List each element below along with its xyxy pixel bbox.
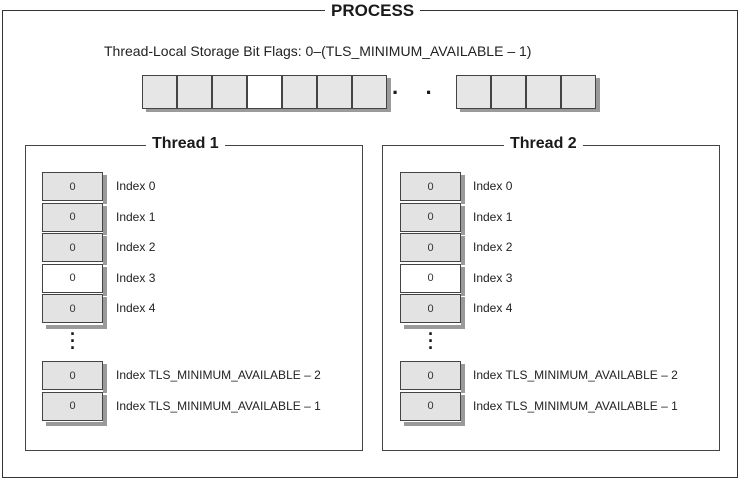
tls-slot-index-label: Index 3 [116,270,156,285]
thread-2-title: Thread 2 [504,136,583,152]
tls-slot-index-label: Index 2 [473,240,513,254]
bit-flag-cell [561,75,596,109]
tls-slot-index-label: Index 0 [473,179,513,193]
tls-slot-cell: 0 [400,172,461,201]
tls-slot-cell: 0 [400,391,461,421]
tls-slot-index-label: Index 4 [116,301,156,315]
tls-slot-index-label: Index TLS_MINIMUM_AVAILABLE – 2 [473,368,678,382]
process-title: PROCESS [325,2,421,19]
tls-slot-cell: 0 [400,263,461,293]
bit-flag-cell [212,75,247,109]
tls-slot-cell: 0 [42,233,103,262]
bit-flag-cell [317,75,352,109]
tls-slot-cell: 0 [400,361,461,390]
tls-slot-index-label: Index TLS_MINIMUM_AVAILABLE – 1 [473,398,678,413]
bit-flag-cell [247,75,282,109]
tls-slot-index-label: Index 4 [473,301,513,315]
bit-flag-cell [282,75,317,109]
bit-flag-cell [491,75,526,109]
tls-slot-cell: 0 [42,172,103,201]
tls-slot-index-label: Index 1 [116,209,156,224]
tls-slot-cell: 0 [400,202,461,232]
tls-slot-index-label: Index TLS_MINIMUM_AVAILABLE – 2 [116,368,321,382]
tls-slot-index-label: Index TLS_MINIMUM_AVAILABLE – 1 [116,398,321,413]
bitflags-label: Thread-Local Storage Bit Flags: 0–(TLS_M… [104,43,532,59]
bit-flag-cell [177,75,212,109]
tls-slot-index-label: Index 2 [116,240,156,254]
bitflags-ellipsis: · · · [392,80,477,105]
tls-slot-cell: 0 [42,361,103,390]
tls-slot-cell: 0 [400,233,461,262]
bit-flag-cell [526,75,561,109]
tls-slot-cell: 0 [42,202,103,232]
tls-slot-cell: 0 [42,294,103,323]
tls-slot-cell: 0 [42,391,103,421]
bit-flag-cell [456,75,491,109]
tls-slot-index-label: Index 1 [473,209,513,224]
tls-slot-cell: 0 [42,263,103,293]
tls-slot-index-label: Index 3 [473,270,513,285]
vertical-ellipsis: ··· [70,323,76,358]
tls-slot-index-label: Index 0 [116,179,156,193]
bit-flag-cell [142,75,177,109]
thread-1-title: Thread 1 [146,136,225,152]
bit-flag-cell [352,75,387,109]
tls-slot-cell: 0 [400,294,461,323]
vertical-ellipsis: ··· [428,323,434,358]
